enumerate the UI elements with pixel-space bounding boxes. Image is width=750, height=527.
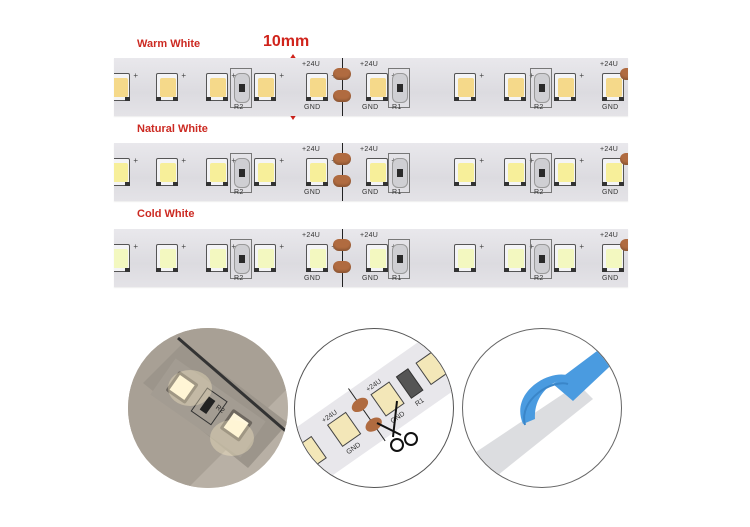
r2-silkscreen: R2: [234, 104, 244, 111]
gnd-silkscreen: GND: [362, 275, 379, 282]
smd-led: +: [554, 156, 584, 186]
solder-pad: [333, 175, 351, 187]
gnd-silkscreen: GND: [362, 104, 379, 111]
v24-silkscreen: +24U: [302, 61, 321, 68]
v24-silkscreen: +24U: [360, 146, 379, 153]
cut-line-closeup: +24U GND +24U GND R1: [294, 328, 454, 488]
r1-silkscreen: R1: [392, 104, 402, 111]
gnd-silkscreen: GND: [304, 275, 321, 282]
dimension-label: 10mm: [263, 33, 310, 50]
r2-silkscreen: R2: [534, 189, 544, 196]
smd-led: +: [114, 242, 138, 272]
strip-label-0: Warm White: [137, 38, 201, 50]
scissors-icon: [376, 400, 418, 452]
adhesive-backing-closeup: [462, 328, 622, 488]
smd-led: +: [156, 242, 186, 272]
smd-led: +: [114, 156, 138, 186]
smd-led: +: [254, 71, 284, 101]
solder-pad: [620, 239, 628, 251]
gnd-silkscreen: GND: [602, 189, 619, 196]
r2-silkscreen: R2: [214, 404, 225, 415]
smd-led: +: [602, 71, 628, 101]
resistor-r2: [530, 68, 552, 108]
smd-led: +: [254, 242, 284, 272]
smd-led: +: [206, 71, 236, 101]
solder-pad: [620, 153, 628, 165]
smd-led: +: [454, 71, 484, 101]
gnd-silkscreen: GND: [304, 104, 321, 111]
smd-led: +: [366, 242, 396, 272]
resistor-r1: [388, 153, 410, 193]
strip-label-2: Cold White: [137, 208, 195, 220]
resistor-r1: [388, 239, 410, 279]
solder-pad: [333, 261, 351, 273]
smd-led: +: [206, 156, 236, 186]
solder-pad: [333, 90, 351, 102]
v24-silkscreen: +24U: [600, 61, 619, 68]
smd-led: +: [306, 71, 336, 101]
smd-led: +: [504, 156, 534, 186]
gnd-silkscreen: GND: [602, 104, 619, 111]
v24-silkscreen: +24U: [360, 61, 379, 68]
resistor-r2: [230, 68, 252, 108]
r1-silkscreen: R1: [392, 275, 402, 282]
smd-led: +: [504, 71, 534, 101]
smd-led: +: [554, 242, 584, 272]
solder-pad: [333, 153, 351, 165]
v24-silkscreen: +24U: [600, 146, 619, 153]
smd-led: +: [602, 156, 628, 186]
lit-strip-closeup: R2: [128, 328, 288, 488]
smd-led: +: [554, 71, 584, 101]
r2-silkscreen: R2: [534, 104, 544, 111]
strip-label-1: Natural White: [137, 123, 208, 135]
resistor-r1: [388, 68, 410, 108]
v24-silkscreen: +24U: [360, 232, 379, 239]
smd-led: +: [306, 242, 336, 272]
smd-led: +: [366, 156, 396, 186]
v24-silkscreen: +24U: [302, 146, 321, 153]
r2-silkscreen: R2: [534, 275, 544, 282]
gnd-silkscreen: GND: [602, 275, 619, 282]
smd-led: +: [156, 156, 186, 186]
svg-text:R1: R1: [414, 397, 425, 408]
solder-pad: [333, 68, 351, 80]
resistor-r2: [230, 153, 252, 193]
smd-led: +: [504, 242, 534, 272]
r1-silkscreen: R1: [392, 189, 402, 196]
smd-led: +: [454, 242, 484, 272]
cut-line: [342, 229, 343, 287]
cut-line: [342, 143, 343, 201]
r2-silkscreen: R2: [234, 189, 244, 196]
smd-led: +: [114, 71, 138, 101]
solder-pad: [620, 68, 628, 80]
smd-led: +: [254, 156, 284, 186]
smd-led: +: [206, 242, 236, 272]
v24-silkscreen: +24U: [600, 232, 619, 239]
smd-led: +: [454, 156, 484, 186]
gnd-silkscreen: GND: [304, 189, 321, 196]
smd-led: +: [156, 71, 186, 101]
smd-led: +: [306, 156, 336, 186]
v24-silkscreen: +24U: [302, 232, 321, 239]
smd-led: +: [602, 242, 628, 272]
cut-line: [342, 58, 343, 116]
smd-led: +: [366, 71, 396, 101]
resistor-r2: [530, 239, 552, 279]
r2-silkscreen: R2: [234, 275, 244, 282]
gnd-silkscreen: GND: [362, 189, 379, 196]
resistor-r2: [530, 153, 552, 193]
solder-pad: [333, 239, 351, 251]
resistor-r2: [230, 239, 252, 279]
